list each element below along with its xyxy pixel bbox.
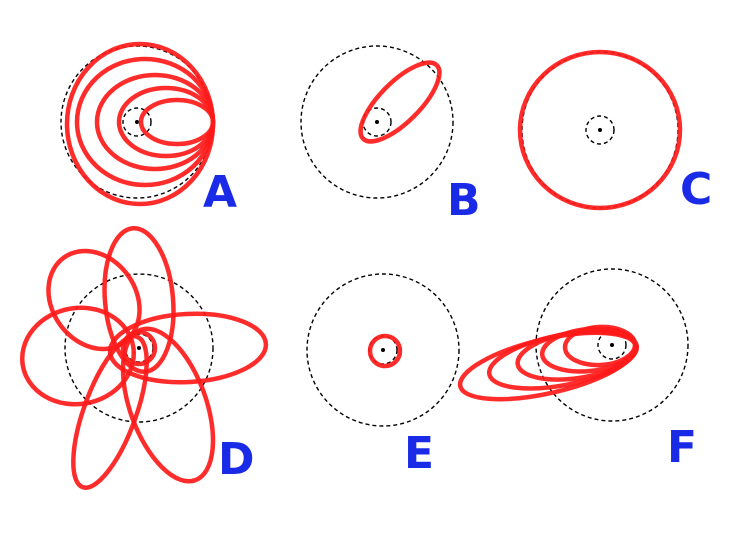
panel-a-orbit [64, 41, 216, 207]
panel-a: A [60, 41, 237, 218]
panel-c-label: C [680, 164, 712, 215]
panel-d-label: D [218, 434, 255, 485]
panel-b-orbit [358, 60, 442, 144]
panel-b: B [300, 45, 481, 226]
panel-e-label: E [404, 428, 434, 479]
panel-d-orbits [19, 225, 269, 490]
panel-d-orbit [19, 305, 137, 407]
panel-d-center-dot [137, 346, 141, 350]
panel-a-center-dot [135, 120, 139, 124]
panel-a-label: A [203, 167, 237, 218]
panel-e: E [306, 273, 460, 479]
panel-f-orbit [562, 324, 638, 368]
panel-f-center-dot [610, 343, 614, 347]
panel-a-orbits [64, 41, 216, 207]
panel-a-orbit [116, 85, 216, 159]
panel-b-outer-ring [300, 45, 454, 199]
panel-e-orbit [367, 333, 403, 369]
panel-c-orbit [517, 49, 683, 211]
panel-d-outer-ring [64, 273, 214, 423]
panel-d: D [19, 225, 269, 490]
panel-b-label: B [447, 175, 481, 226]
panel-f-orbits [457, 324, 640, 402]
panel-b-center-dot [375, 120, 379, 124]
panel-c-inner-ring [585, 115, 615, 145]
panel-c: C [517, 49, 712, 215]
panel-f-label: F [667, 422, 697, 473]
panel-d-orbit [71, 334, 149, 490]
panel-f: F [457, 268, 697, 473]
panel-e-center-dot [381, 348, 385, 352]
panel-a-inner-ring [122, 107, 152, 137]
panel-d-orbit [120, 329, 158, 367]
panel-c-center-dot [598, 128, 602, 132]
panel-a-orbit [138, 97, 216, 147]
panel-e-outer-ring [306, 273, 460, 427]
